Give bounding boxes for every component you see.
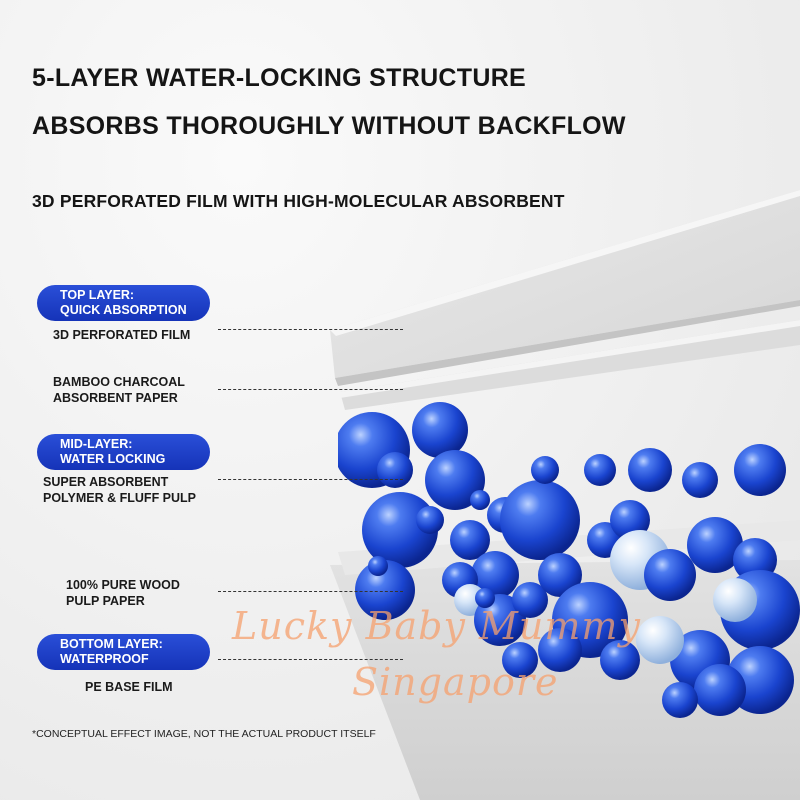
polymer-sphere — [713, 578, 757, 622]
polymer-sphere — [734, 444, 786, 496]
polymer-sphere — [416, 506, 444, 534]
bottom-layer-leader-line — [218, 659, 403, 660]
polymer-sphere — [538, 628, 582, 672]
perforated-film-layer — [330, 190, 800, 378]
bottom-layer-description: PE BASE FILM — [85, 680, 173, 694]
top-layer-badge: TOP LAYER: QUICK ABSORPTION — [37, 285, 210, 321]
top-layer-description: 3D PERFORATED FILM — [53, 328, 191, 342]
polymer-sphere — [425, 450, 485, 510]
subheadline: 3D PERFORATED FILM WITH HIGH-MOLECULAR A… — [32, 191, 565, 211]
disclaimer-footnote: *CONCEPTUAL EFFECT IMAGE, NOT THE ACTUAL… — [32, 728, 376, 740]
polymer-sphere — [600, 640, 640, 680]
polymer-sphere — [475, 588, 495, 608]
mid-layer-badge: MID-LAYER: WATER LOCKING — [37, 434, 210, 470]
polymer-sphere — [531, 456, 559, 484]
bamboo-layer-leader-line — [218, 389, 403, 390]
polymer-sphere — [450, 520, 490, 560]
polymer-sphere — [500, 480, 580, 560]
bamboo-layer-description: BAMBOO CHARCOAL ABSORBENT PAPER — [53, 375, 185, 405]
polymer-sphere — [368, 556, 388, 576]
mid-layer-leader-line — [218, 479, 403, 480]
mid-layer-description: SUPER ABSORBENT POLYMER & FLUFF PULP — [43, 475, 197, 505]
polymer-sphere — [682, 462, 718, 498]
headline-line-2: ABSORBS THOROUGHLY WITHOUT BACKFLOW — [32, 112, 626, 140]
wood-pulp-leader-line — [218, 591, 403, 592]
polymer-sphere — [687, 517, 743, 573]
watermark-line-2: Singapore — [352, 660, 559, 704]
polymer-sphere — [502, 642, 538, 678]
wood-pulp-description: 100% PURE WOOD PULP PAPER — [66, 578, 180, 608]
top-layer-leader-line — [218, 329, 403, 330]
polymer-sphere — [470, 490, 490, 510]
polymer-sphere — [584, 454, 616, 486]
polymer-sphere — [512, 582, 548, 618]
headline-line-1: 5-LAYER WATER-LOCKING STRUCTURE — [32, 64, 527, 92]
polymer-sphere — [636, 616, 684, 664]
polymer-sphere — [377, 452, 413, 488]
polymer-sphere — [471, 551, 519, 599]
polymer-sphere — [662, 682, 698, 718]
bottom-layer-badge: BOTTOM LAYER: WATERPROOF — [37, 634, 210, 670]
absorbent-polymer-spheres — [338, 402, 800, 718]
pe-base-film-layer — [330, 560, 800, 800]
watermark-line-1: Lucky Baby Mummy — [232, 604, 641, 648]
polymer-sphere — [355, 560, 415, 620]
polymer-sphere — [362, 492, 438, 568]
polymer-sphere — [412, 402, 468, 458]
polymer-sphere — [628, 448, 672, 492]
polymer-sphere — [538, 553, 582, 597]
polymer-sphere — [694, 664, 746, 716]
polymer-sphere — [644, 549, 696, 601]
